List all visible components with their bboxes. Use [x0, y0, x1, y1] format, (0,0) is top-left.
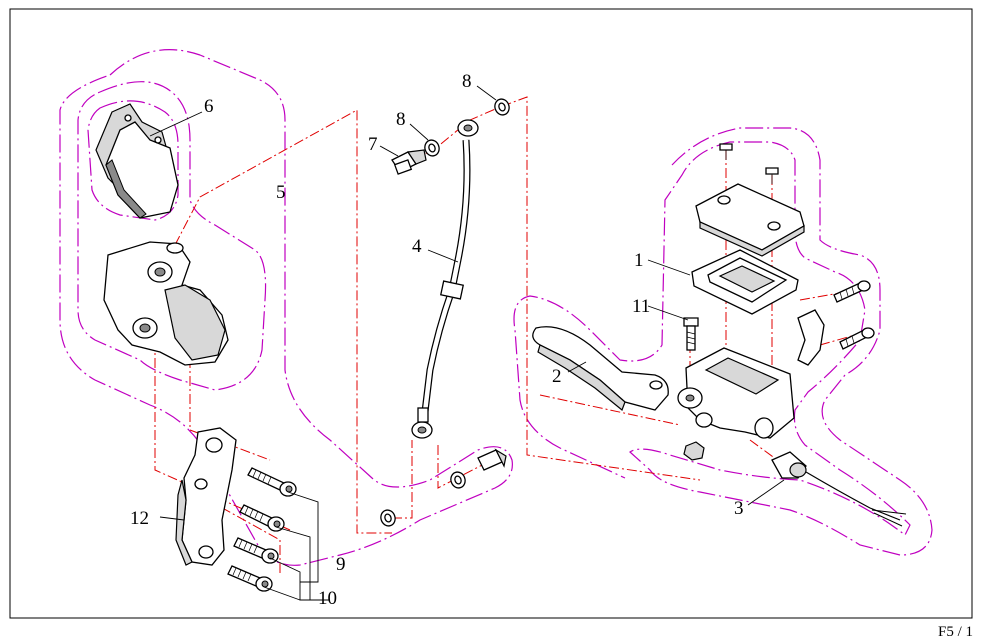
cylinder-reservoir-well	[704, 357, 780, 395]
caliper-bracket	[175, 427, 237, 566]
brake-lever	[532, 326, 669, 411]
guide-lever	[539, 394, 681, 426]
guide-caliper-bracket-left	[154, 340, 291, 531]
master-cylinder	[677, 143, 875, 461]
bracket-bolt-3	[233, 537, 279, 564]
guide-hose-lower	[392, 440, 413, 519]
page-number: F5 / 1	[938, 624, 973, 640]
brake-hose	[411, 119, 479, 439]
callout-12: 12	[130, 508, 149, 529]
callout-10: 10	[318, 588, 337, 609]
leader-lines	[149, 85, 785, 601]
lever-pivot-hole	[649, 380, 663, 390]
callout-1: 1	[634, 250, 644, 271]
cap-screw-left	[719, 143, 733, 151]
cap-screw-hole	[717, 195, 731, 205]
brake-light-switch	[771, 451, 907, 527]
caliper-hole-core	[139, 323, 151, 333]
pad-pin-hole	[154, 136, 162, 144]
bracket-hole	[205, 437, 223, 453]
brake-pad-front	[105, 121, 179, 219]
cylinder-outlet	[754, 417, 774, 439]
banjo-bolt-upper	[391, 149, 427, 175]
callout-9: 9	[336, 554, 346, 575]
cylinder-port	[695, 412, 713, 428]
brake-caliper	[103, 241, 229, 366]
callout-3: 3	[734, 498, 744, 519]
bracket-plate	[181, 427, 237, 566]
cap-screw-hole	[767, 221, 781, 231]
callout-8-left: 8	[396, 109, 406, 130]
guide-caliper-bracket-right	[189, 340, 271, 461]
banjo-bolt-lower	[477, 448, 507, 471]
callout-7: 7	[368, 134, 378, 155]
guide-hose-bolt-lower	[437, 445, 487, 489]
callout-6: 6	[204, 96, 214, 117]
lever-blade	[532, 326, 669, 411]
caliper-group-outline	[59, 49, 513, 566]
callout-labels: 1 2 3 4 5 6 7 8 8 9 10 11 12	[130, 71, 744, 609]
bracket-bolt-1	[247, 467, 297, 497]
banjo-hole	[463, 124, 473, 132]
callout-5: 5	[276, 182, 286, 203]
callout-2: 2	[552, 366, 562, 387]
master-cylinder-group-outline	[513, 127, 933, 556]
guide-upper-washers	[409, 96, 701, 481]
callout-11: 11	[632, 296, 650, 317]
bracket-hole	[194, 478, 208, 490]
hose-end-sleeve	[417, 407, 429, 423]
guide-banjo-to-caliper	[174, 109, 392, 534]
bracket-bolt-4	[227, 565, 273, 592]
clamp-bolt-upper	[833, 280, 871, 303]
drawing-frame	[9, 8, 973, 619]
pad-group-outline	[77, 81, 267, 391]
handlebar-clamp	[797, 309, 825, 366]
caliper-banjo-port	[166, 242, 184, 254]
cylinder-nut	[683, 441, 705, 461]
bracket-edge	[175, 479, 193, 566]
banjo-hole	[417, 426, 427, 434]
cap-screw-right	[765, 167, 779, 175]
clamp-bolt-lower	[839, 327, 875, 350]
guide-clamp-bolt-lower	[819, 334, 856, 346]
caliper-side	[164, 284, 226, 361]
lever-pivot-bolt	[683, 317, 699, 351]
callout-8-right: 8	[462, 71, 472, 92]
lever-underside	[537, 344, 626, 411]
bracket-bolt-2	[239, 504, 285, 532]
brake-pad-friction	[105, 159, 147, 219]
brake-pads	[95, 103, 179, 219]
pad-pin-hole	[124, 114, 132, 122]
caliper-hole-core	[154, 267, 166, 277]
hose-fitting-sleeve	[439, 280, 465, 300]
callout-4: 4	[412, 236, 422, 257]
guide-bracket-bolts	[189, 489, 281, 575]
bracket-hole	[198, 545, 214, 559]
bracket-bolts	[227, 467, 297, 592]
sealing-washers	[380, 98, 510, 527]
